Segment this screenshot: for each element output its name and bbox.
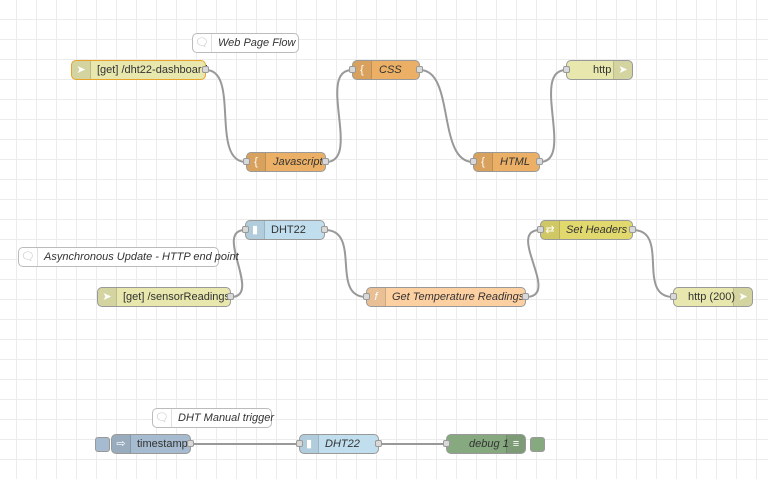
template-css-node[interactable]: { CSS — [349, 60, 423, 80]
node-label: DHT22 — [325, 438, 360, 450]
brace-icon: { — [247, 153, 266, 171]
wire — [525, 229, 541, 298]
wire — [325, 69, 353, 163]
list-icon: ≡ — [506, 435, 525, 453]
node-label: [get] /dht22-dashboard — [97, 64, 208, 76]
comment-icon: 🗨 — [19, 248, 38, 266]
dht22-sensor-node[interactable]: ▮ DHT22 — [242, 220, 328, 240]
input-port[interactable] — [349, 66, 356, 73]
globe-icon: ➤ — [72, 61, 91, 79]
debug-node[interactable]: debug 1 ≡ — [443, 434, 526, 454]
comment-label: Asynchronous Update - HTTP end point — [44, 251, 239, 263]
node-label: [get] /sensorReadings — [123, 291, 231, 303]
output-port[interactable] — [227, 293, 234, 300]
brace-icon: { — [474, 153, 493, 171]
http-in-sensor-node[interactable]: ➤ [get] /sensorReadings — [97, 287, 234, 307]
globe-icon: ➤ — [613, 61, 632, 79]
sensor-icon: ▮ — [246, 221, 265, 239]
input-port[interactable] — [242, 226, 249, 233]
globe-icon: ➤ — [98, 288, 117, 306]
input-port[interactable] — [243, 158, 250, 165]
node-label: Set Headers — [566, 224, 628, 236]
input-port[interactable] — [296, 440, 303, 447]
wire — [230, 229, 246, 298]
http-in-dashboard-node[interactable]: ➤ [get] /dht22-dashboard — [71, 60, 209, 80]
comment-icon: 🗨 — [193, 34, 212, 52]
sensor-icon: ▮ — [300, 435, 319, 453]
globe-icon: ➤ — [733, 288, 752, 306]
input-port[interactable] — [670, 293, 677, 300]
function-icon: f — [367, 288, 386, 306]
comment-async-update[interactable]: 🗨 Asynchronous Update - HTTP end point — [18, 247, 239, 267]
wire — [324, 229, 367, 298]
comment-label: DHT Manual trigger — [178, 412, 274, 424]
output-port[interactable] — [321, 226, 328, 233]
debug-toggle-button[interactable] — [530, 437, 545, 452]
inject-trigger-button[interactable] — [95, 437, 110, 452]
node-label: debug 1 — [469, 438, 509, 450]
output-port[interactable] — [202, 66, 209, 73]
wire — [419, 69, 474, 163]
node-label: http (200) — [688, 291, 736, 303]
input-port[interactable] — [363, 293, 370, 300]
dht22-sensor-node[interactable]: ▮ DHT22 — [296, 434, 382, 454]
input-port[interactable] — [537, 226, 544, 233]
wire — [205, 69, 247, 163]
template-html-node[interactable]: { HTML — [470, 152, 543, 172]
brace-icon: { — [353, 61, 372, 79]
node-label: timestamp — [137, 438, 188, 450]
function-temperature-node[interactable]: f Get Temperature Readings — [363, 287, 529, 307]
output-port[interactable] — [187, 440, 194, 447]
node-label: http — [593, 64, 612, 76]
comment-web-page-flow[interactable]: 🗨 Web Page Flow — [192, 33, 299, 53]
template-javascript-node[interactable]: { Javascript — [243, 152, 329, 172]
inject-timestamp-node[interactable]: ⇨ timestamp — [111, 434, 194, 454]
output-port[interactable] — [522, 293, 529, 300]
output-port[interactable] — [322, 158, 329, 165]
node-label: CSS — [379, 64, 402, 76]
wire — [539, 69, 567, 163]
node-label: DHT22 — [271, 224, 306, 236]
output-port[interactable] — [536, 158, 543, 165]
node-label: HTML — [500, 156, 530, 168]
change-set-headers-node[interactable]: ⇄ Set Headers — [537, 220, 636, 240]
input-port[interactable] — [443, 440, 450, 447]
comment-label: Web Page Flow — [218, 37, 296, 49]
http-response-200-node[interactable]: http (200) ➤ — [670, 287, 753, 307]
node-label: Javascript — [273, 156, 323, 168]
output-port[interactable] — [375, 440, 382, 447]
input-port[interactable] — [470, 158, 477, 165]
http-response-node[interactable]: http ➤ — [563, 60, 633, 80]
arrow-in-icon: ⇨ — [112, 435, 131, 453]
comment-dht-manual[interactable]: 🗨 DHT Manual trigger — [152, 408, 274, 428]
node-label: Get Temperature Readings — [392, 291, 525, 303]
wire — [632, 229, 674, 298]
input-port[interactable] — [563, 66, 570, 73]
output-port[interactable] — [416, 66, 423, 73]
comment-icon: 🗨 — [153, 409, 172, 427]
shuffle-icon: ⇄ — [541, 221, 560, 239]
output-port[interactable] — [629, 226, 636, 233]
